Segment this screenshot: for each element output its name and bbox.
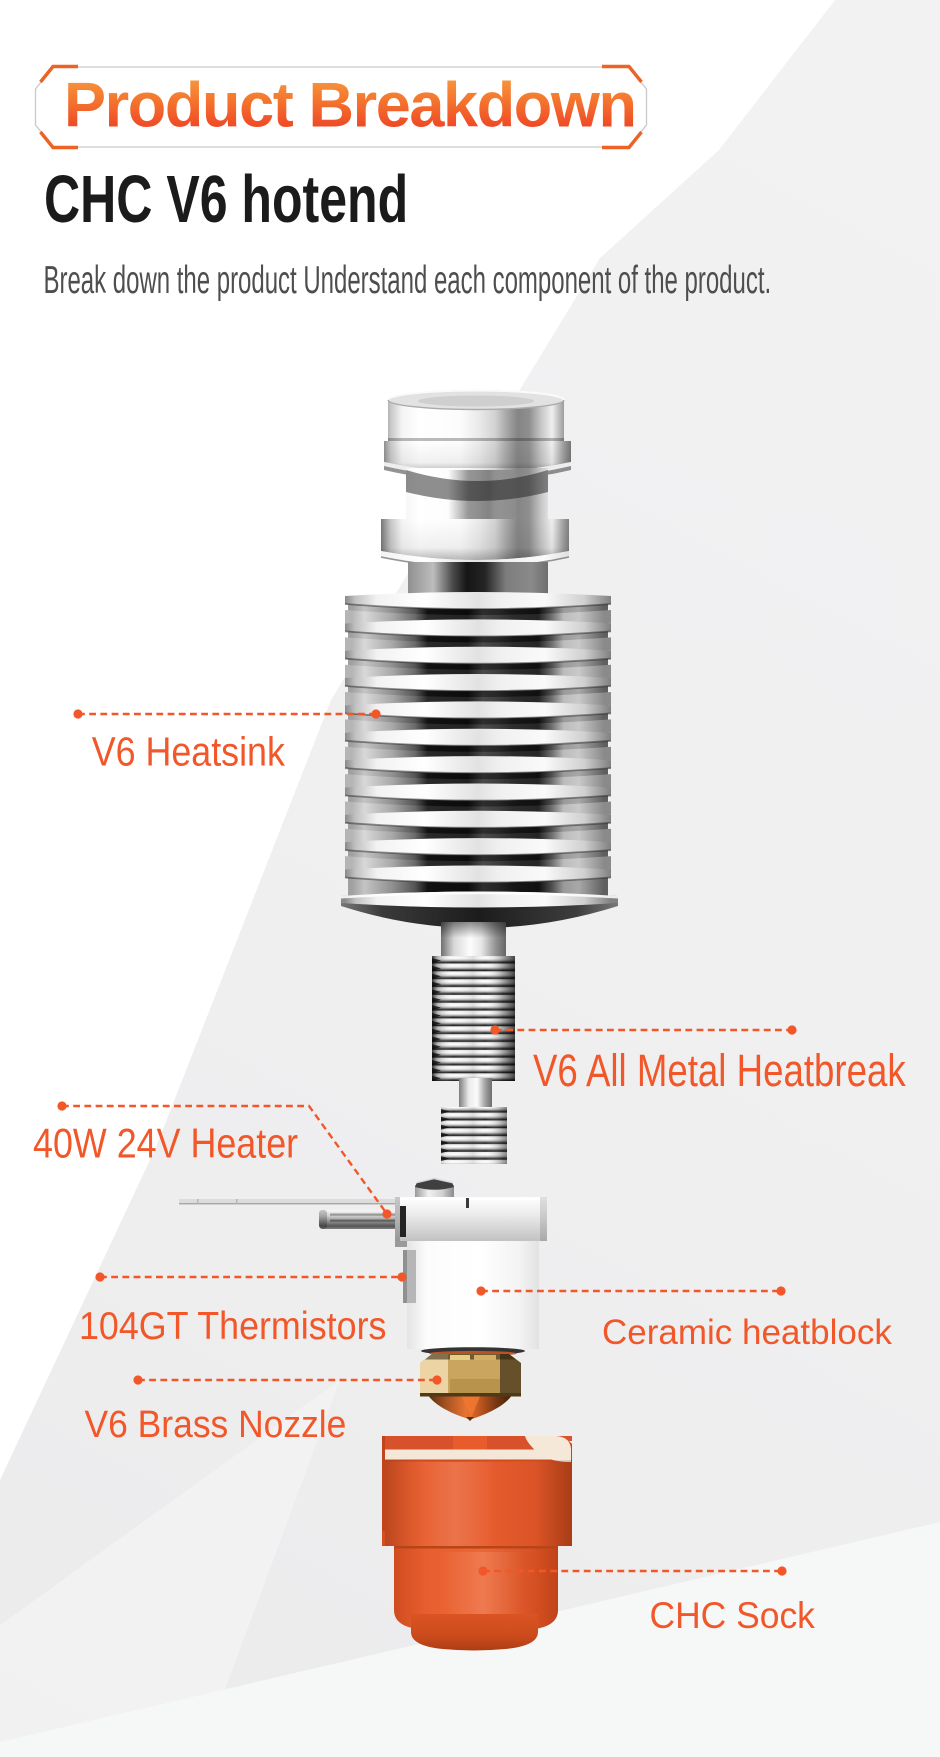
svg-text:CHC V6 hotend: CHC V6 hotend — [44, 161, 408, 237]
svg-text:CHC Sock: CHC Sock — [650, 1594, 816, 1636]
svg-text:Product Breakdown: Product Breakdown — [64, 71, 637, 141]
svg-text:V6 All Metal Heatbreak: V6 All Metal Heatbreak — [533, 1044, 906, 1096]
svg-text:Ceramic heatblock: Ceramic heatblock — [602, 1313, 892, 1352]
svg-text:V6 Brass Nozzle: V6 Brass Nozzle — [85, 1403, 347, 1445]
svg-text:Break down the product Underst: Break down the product Understand each c… — [44, 258, 772, 301]
svg-text:V6 Heatsink: V6 Heatsink — [92, 729, 286, 775]
svg-text:40W 24V Heater: 40W 24V Heater — [33, 1121, 298, 1167]
svg-text:104GT Thermistors: 104GT Thermistors — [79, 1304, 386, 1348]
